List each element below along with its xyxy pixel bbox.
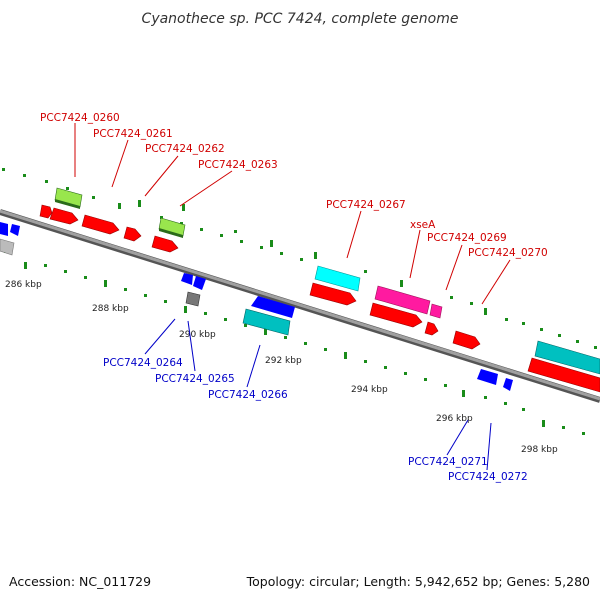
gene-label-pcc7424-0265[interactable]: PCC7424_0265	[155, 373, 235, 385]
gene-features-top	[39, 187, 600, 393]
gene-block[interactable]	[242, 308, 291, 336]
gene-label-pcc7424-0271[interactable]: PCC7424_0271	[408, 456, 488, 468]
gene-label-pcc7424-0267[interactable]: PCC7424_0267	[326, 199, 406, 211]
gene-label-pcc7424-0263[interactable]: PCC7424_0263	[198, 159, 278, 171]
gene-arrow[interactable]	[452, 330, 481, 350]
scale-labels: 286 kbp 288 kbp 290 kbp 292 kbp 294 kbp …	[5, 280, 558, 455]
scale-label: 288 kbp	[92, 304, 129, 314]
gene-block[interactable]	[429, 303, 443, 319]
gene-arrow[interactable]	[123, 226, 142, 242]
gene-label-pcc7424-0272[interactable]: PCC7424_0272	[448, 471, 528, 483]
gene-label-pcc7424-0262[interactable]: PCC7424_0262	[145, 143, 225, 155]
scale-label: 294 kbp	[351, 385, 388, 395]
lower-tick-row	[4, 250, 585, 435]
gene-arrow[interactable]	[424, 321, 439, 336]
gene-arrow[interactable]	[0, 222, 8, 236]
gene-block[interactable]	[0, 238, 15, 256]
gene-arrow[interactable]	[181, 273, 193, 285]
gene-arrow[interactable]	[309, 282, 357, 306]
gene-label-pcc7424-0270[interactable]: PCC7424_0270	[468, 247, 548, 259]
gene-arrow[interactable]	[527, 357, 600, 393]
gene-block[interactable]	[534, 340, 600, 375]
genome-backbone	[0, 209, 600, 401]
gene-arrow[interactable]	[251, 296, 295, 318]
map-title: Cyanothece sp. PCC 7424, complete genome	[142, 11, 459, 27]
bottom-callout-lines	[144, 318, 492, 471]
accession-text: Accession: NC_011729	[9, 574, 151, 589]
scale-label: 298 kbp	[521, 445, 558, 455]
gene-arrow[interactable]	[151, 235, 179, 253]
scale-label: 296 kbp	[436, 414, 473, 424]
gene-label-xsea[interactable]: xseA	[410, 219, 436, 231]
gene-block-shade	[55, 199, 80, 209]
scale-label: 290 kbp	[179, 330, 216, 340]
gene-block[interactable]	[374, 285, 431, 315]
gene-label-pcc7424-0266[interactable]: PCC7424_0266	[208, 389, 288, 401]
gene-block[interactable]	[314, 265, 361, 292]
gene-label-pcc7424-0261[interactable]: PCC7424_0261	[93, 128, 173, 140]
gene-label-pcc7424-0269[interactable]: PCC7424_0269	[427, 232, 507, 244]
gene-arrow[interactable]	[193, 276, 206, 290]
gene-label-pcc7424-0260[interactable]: PCC7424_0260	[40, 112, 120, 124]
upper-tick-row	[2, 168, 597, 349]
gene-arrow[interactable]	[477, 369, 498, 385]
gene-arrow[interactable]	[39, 204, 53, 219]
scale-label: 292 kbp	[265, 356, 302, 366]
gene-arrow[interactable]	[81, 214, 120, 235]
gene-arrow[interactable]	[369, 302, 423, 328]
gene-block[interactable]	[185, 291, 201, 307]
scale-label: 286 kbp	[5, 280, 42, 290]
gene-arrow[interactable]	[49, 207, 79, 225]
top-callout-lines	[74, 123, 511, 305]
genome-summary-text: Topology: circular; Length: 5,942,652 bp…	[246, 574, 590, 589]
gene-features-bottom	[0, 222, 513, 391]
gene-arrow[interactable]	[10, 224, 20, 236]
top-gene-labels: PCC7424_0260 PCC7424_0261 PCC7424_0262 P…	[40, 112, 548, 259]
gene-block-shade	[159, 228, 183, 238]
bottom-gene-labels: PCC7424_0264 PCC7424_0265 PCC7424_0266 P…	[103, 357, 528, 483]
gene-label-pcc7424-0264[interactable]: PCC7424_0264	[103, 357, 183, 369]
gene-arrow[interactable]	[503, 378, 513, 391]
